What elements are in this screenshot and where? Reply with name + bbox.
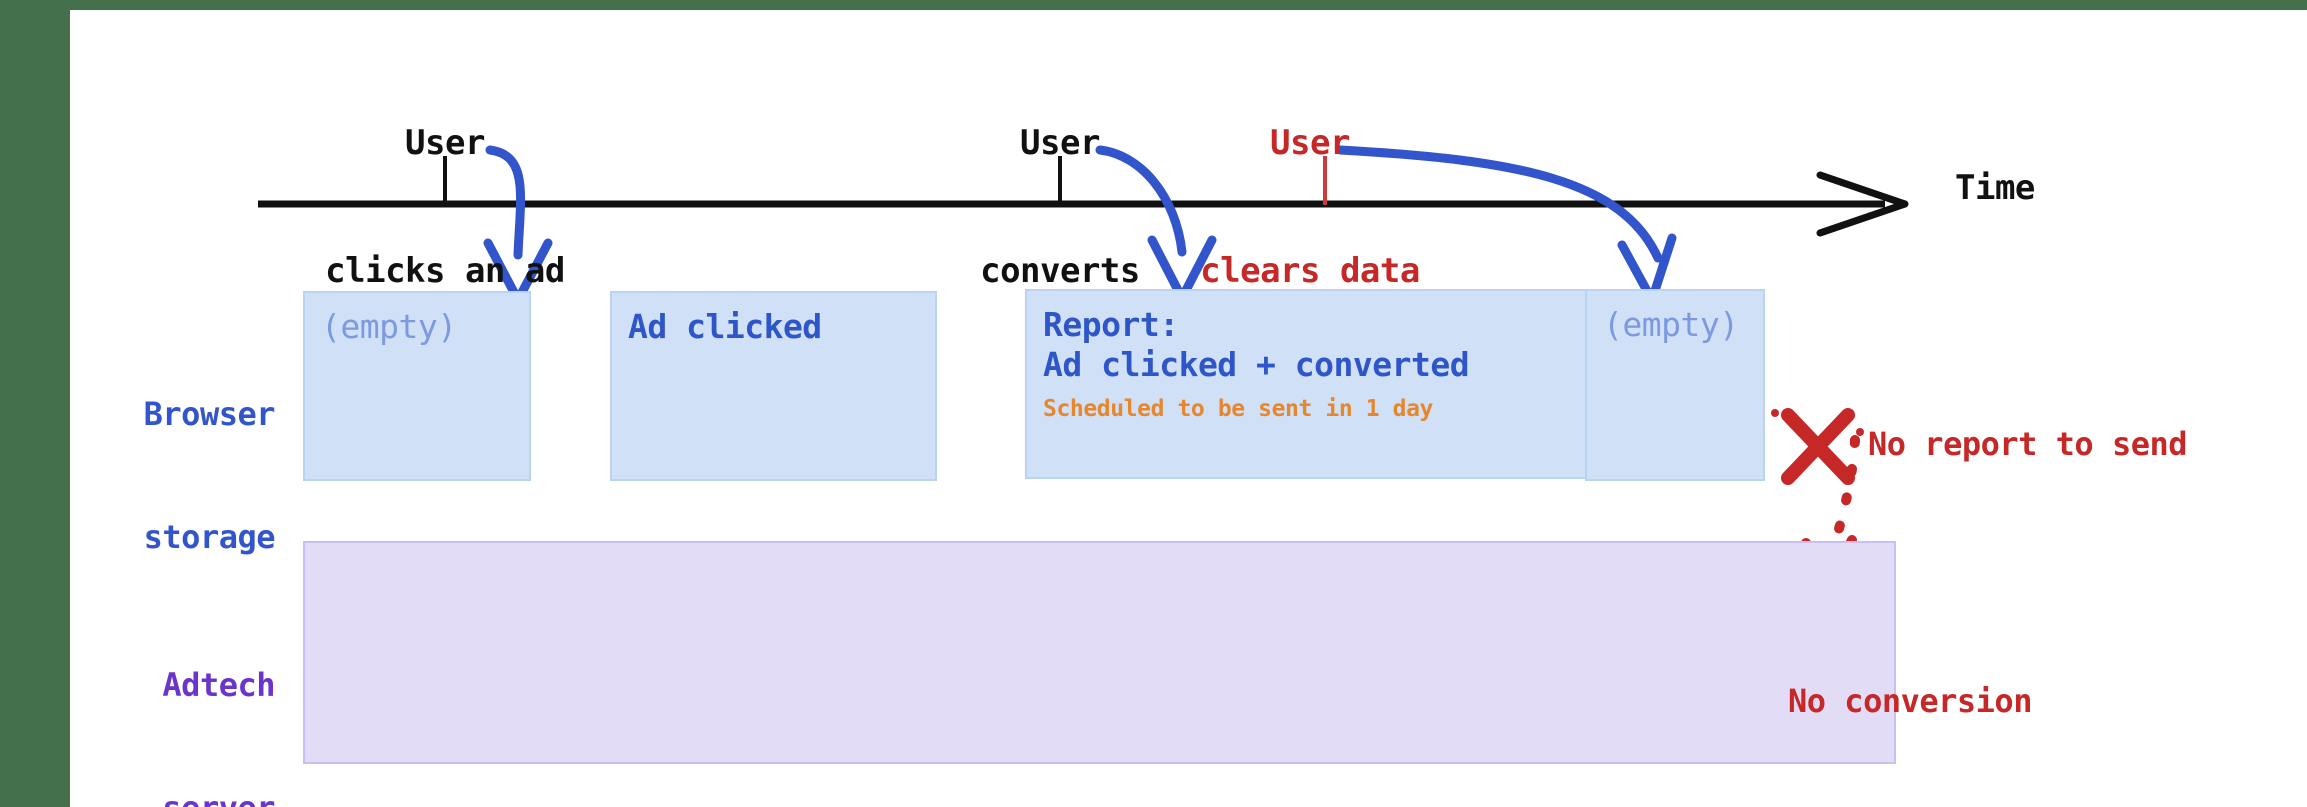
adtech-server-box: [303, 541, 1896, 764]
storage-box-line: (empty): [321, 307, 457, 346]
browser-storage-box-empty-initial: (empty): [303, 291, 531, 481]
row-label-line2: storage: [143, 517, 276, 556]
annotation-no-conversion-reported: No conversion reported to adtech: [1788, 598, 2126, 807]
annotation-no-report-to-send: No report to send: [1868, 425, 2188, 463]
top-margin-strip: [70, 0, 2307, 10]
event-label-clear-data: User clears data: [1190, 36, 1430, 379]
event-label-ad-click: User clicks an ad: [325, 36, 565, 379]
storage-box-schedule-note: Scheduled to be sent in 1 day: [1043, 396, 1433, 423]
storage-box-line: (empty): [1603, 305, 1739, 344]
event-label-conversion: User converts: [940, 36, 1180, 379]
row-label-adtech-server: Adtech server: [60, 583, 275, 807]
storage-box-line: Ad clicked: [628, 307, 822, 346]
storage-box-line: Ad clicked + converted: [1043, 344, 1470, 384]
event-label-line1: User: [1020, 122, 1100, 163]
browser-storage-box-empty-cleared: (empty): [1585, 289, 1765, 481]
event-label-line1: User: [1270, 122, 1350, 163]
row-label-browser-storage: Browser storage: [60, 312, 276, 640]
time-axis-label: Time: [1955, 168, 2035, 208]
left-margin-strip: [0, 0, 70, 807]
event-label-line2: clears data: [1200, 251, 1420, 292]
event-label-line2: converts: [980, 251, 1140, 292]
event-label-line1: User: [405, 122, 485, 163]
event-label-line2: clicks an ad: [325, 251, 565, 292]
browser-storage-box-ad-clicked: Ad clicked: [610, 291, 937, 481]
browser-storage-box-report-pending: Report: Ad clicked + converted Scheduled…: [1025, 289, 1590, 479]
storage-box-line: Report:: [1043, 305, 1179, 344]
annotation-line1: No conversion: [1788, 682, 2032, 721]
row-label-line1: Adtech: [162, 665, 275, 704]
row-label-line1: Browser: [143, 394, 276, 433]
row-label-line2: server: [60, 788, 275, 807]
